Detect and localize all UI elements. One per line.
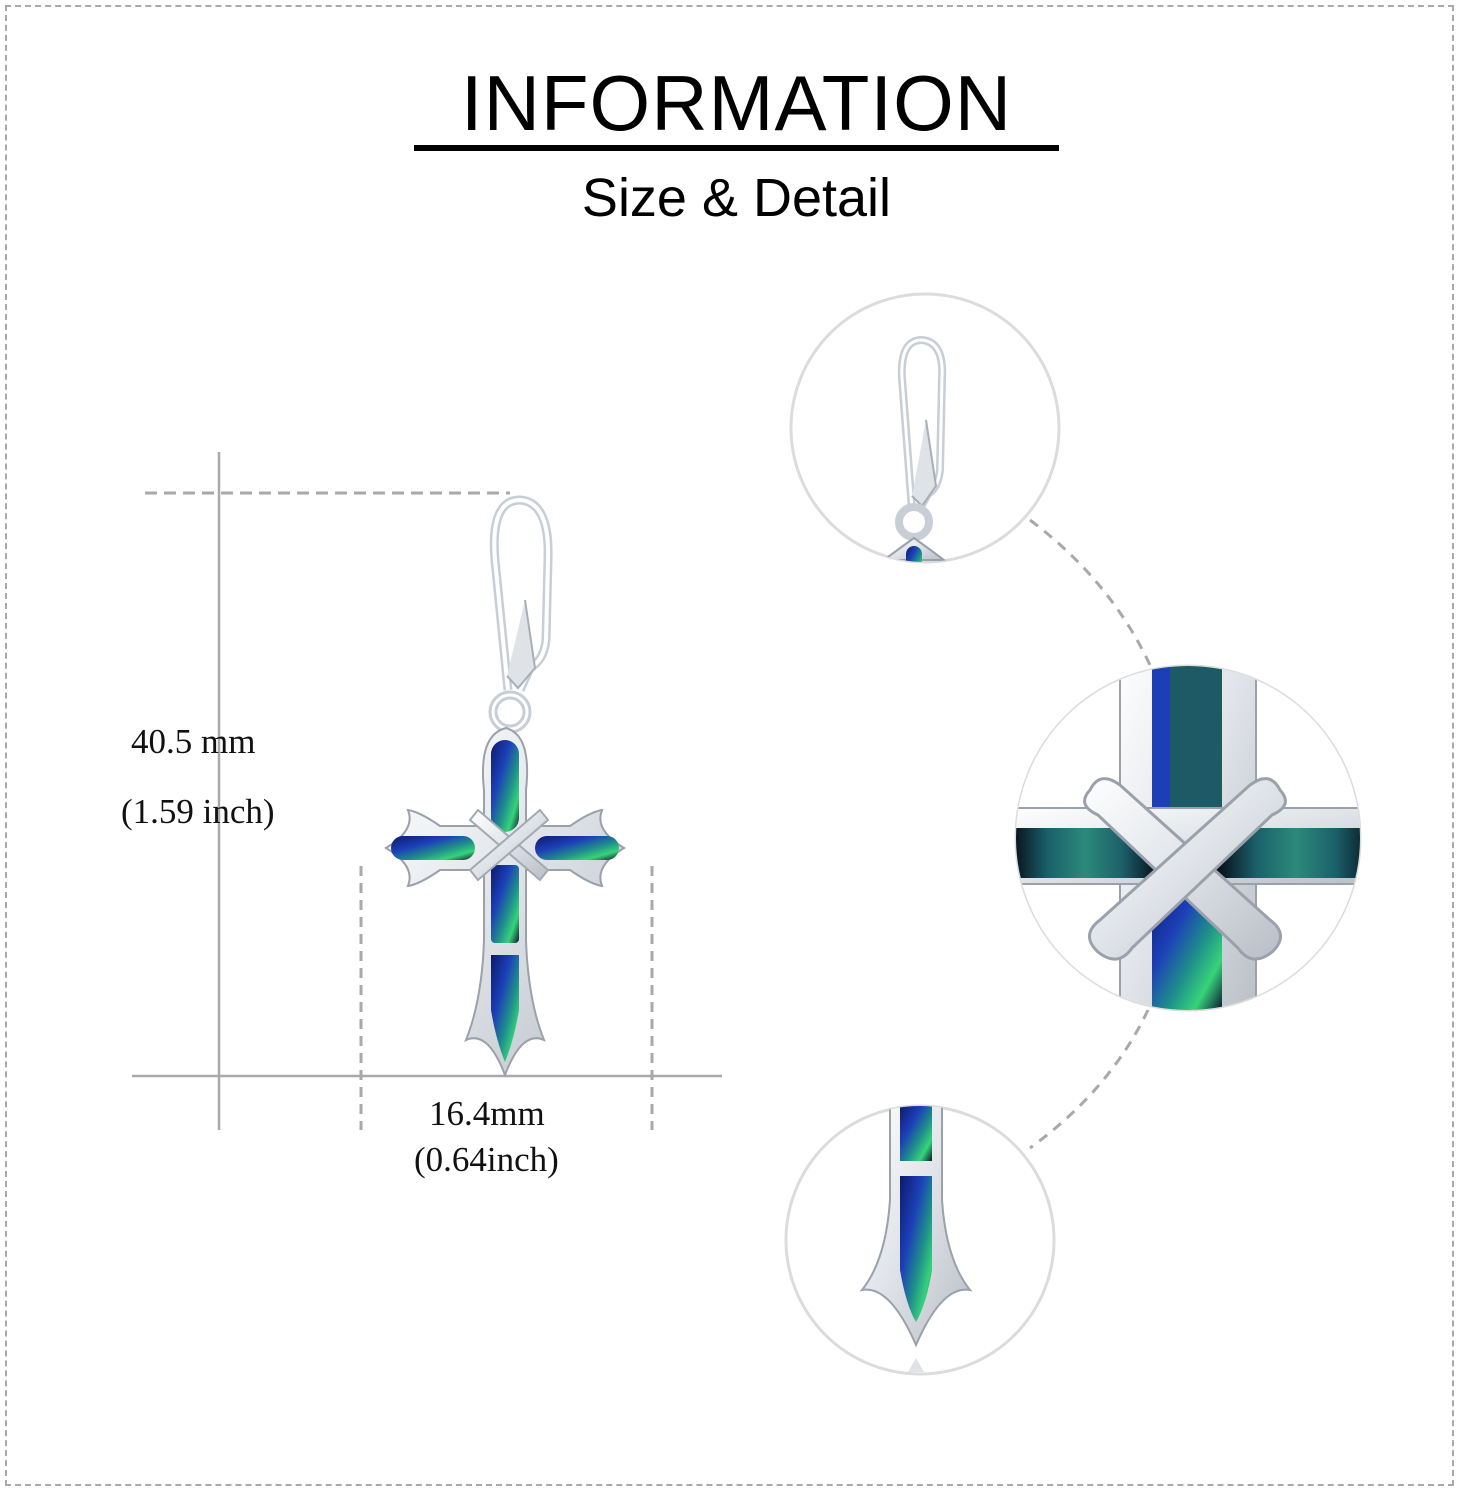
width-inch-label: (0.64inch) bbox=[414, 1140, 559, 1179]
detail-connectors bbox=[1029, 518, 1152, 1150]
earring-main bbox=[384, 495, 626, 1078]
connector-top bbox=[1029, 518, 1152, 666]
dashed-frame bbox=[5, 5, 1454, 1486]
height-inch-label: (1.59 inch) bbox=[121, 792, 275, 831]
dimension-guides bbox=[132, 452, 722, 1130]
connector-bottom bbox=[1029, 1009, 1150, 1150]
title-underline bbox=[414, 145, 1059, 151]
width-mm-label: 16.4mm bbox=[429, 1094, 545, 1133]
detail-circle-center bbox=[1014, 664, 1362, 1012]
page-subtitle: Size & Detail bbox=[581, 168, 892, 228]
page-title: INFORMATION bbox=[460, 59, 1013, 147]
detail-circle-tip bbox=[784, 1104, 1056, 1376]
detail-circle-hook bbox=[789, 292, 1061, 564]
height-mm-label: 40.5 mm bbox=[131, 722, 256, 761]
